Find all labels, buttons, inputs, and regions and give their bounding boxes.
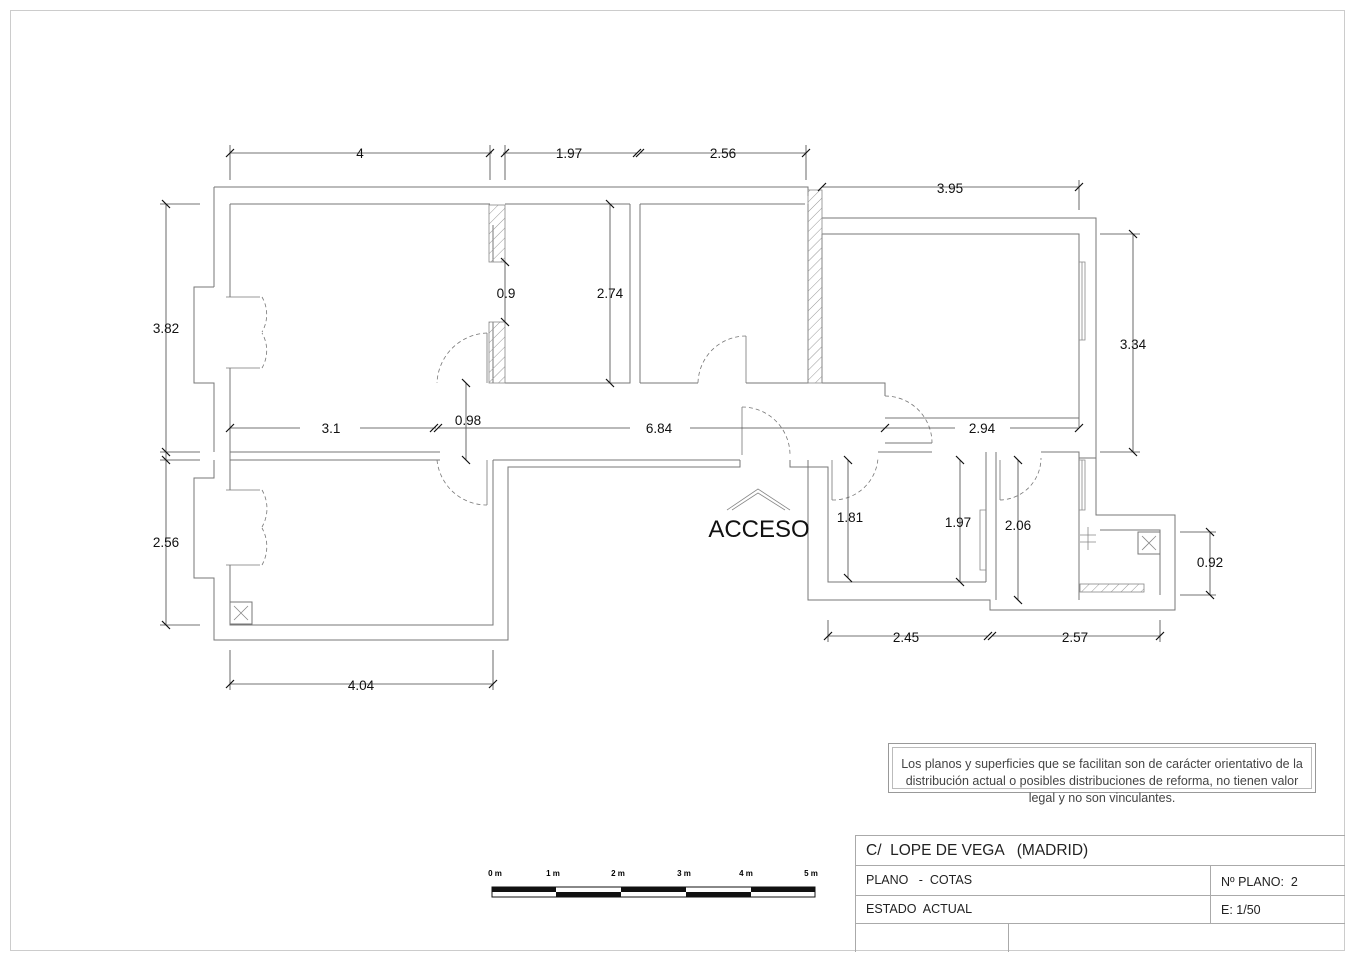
- title-address-cell: C/ LOPE DE VEGA (MADRID): [855, 835, 1345, 865]
- dim-bottom-mid: 2.45: [893, 630, 919, 645]
- title-plan-number-cell: Nº PLANO: 2: [1210, 865, 1345, 895]
- title-scale: E: 1/50: [1221, 903, 1261, 917]
- dim-bath-2-06: 2.06: [1005, 518, 1031, 533]
- title-state: ESTADO ACTUAL: [866, 902, 973, 916]
- scale-label: 5 m: [804, 869, 818, 878]
- dim-inner-2-74: 2.74: [597, 286, 624, 301]
- window: [1079, 459, 1086, 511]
- title-plan-type-cell: PLANO - COTAS: [855, 865, 1210, 895]
- window: [1079, 261, 1086, 341]
- radiator: [1080, 527, 1096, 550]
- scale-label: 0 m: [488, 869, 502, 878]
- title-plan-type: PLANO - COTAS: [866, 873, 973, 887]
- dim-top-2: 1.97: [556, 146, 582, 161]
- disclaimer-inner-frame: [892, 747, 1312, 789]
- dim-corridor-0-98: 0.98: [455, 413, 481, 428]
- doors: [226, 296, 1042, 566]
- dim-bath-1-97: 1.97: [945, 515, 971, 530]
- access-arrow-icon: [726, 488, 791, 511]
- window: [979, 509, 986, 571]
- title-block: C/ LOPE DE VEGA (MADRID) PLANO - COTAS N…: [855, 835, 1345, 952]
- scale-label: 2 m: [611, 869, 625, 878]
- dim-corridor-3-1: 3.1: [322, 421, 341, 436]
- title-scale-cell: E: 1/50: [1210, 895, 1345, 923]
- dim-right-lower: 0.92: [1197, 555, 1223, 570]
- shaft-icon: [229, 601, 253, 625]
- dim-bottom-right: 2.57: [1062, 630, 1088, 645]
- title-empty-cell: [855, 923, 1008, 952]
- sheet-frame: [10, 10, 1345, 951]
- dim-corridor-2-94: 2.94: [969, 421, 996, 436]
- dim-top-4: 3.95: [937, 181, 963, 196]
- hatched-wall: [488, 204, 506, 263]
- hatched-wall: [488, 321, 506, 384]
- disclaimer-box: Los planos y superficies que se facilita…: [888, 743, 1316, 805]
- title-empty-cell: [1008, 923, 1345, 952]
- dim-right-upper: 3.34: [1120, 337, 1147, 352]
- disclaimer-text: Los planos y superficies que se facilita…: [901, 757, 1303, 805]
- scale-label: 4 m: [739, 869, 753, 878]
- dim-bath-1-81: 1.81: [837, 510, 863, 525]
- title-state-cell: ESTADO ACTUAL: [855, 895, 1210, 923]
- title-plan-number: Nº PLANO: 2: [1221, 875, 1298, 889]
- dim-bottom-left: 4.04: [348, 678, 375, 693]
- dim-inner-0-9: 0.9: [497, 286, 516, 301]
- shaft-icon: [1137, 531, 1161, 555]
- title-address: C/ LOPE DE VEGA (MADRID): [866, 842, 1089, 859]
- dim-left-upper: 3.82: [153, 321, 179, 336]
- hatched-wall: [1079, 583, 1145, 593]
- scale-bar: 0 m 1 m 2 m 3 m 4 m 5 m: [488, 869, 818, 898]
- dim-left-lower: 2.56: [153, 535, 179, 550]
- dim-corridor-6-84: 6.84: [646, 421, 673, 436]
- walls: [193, 186, 1176, 641]
- dim-top-1: 4: [356, 146, 364, 161]
- scale-label: 3 m: [677, 869, 691, 878]
- dimension-lines: [160, 145, 1216, 690]
- scale-label: 1 m: [546, 869, 560, 878]
- hatched-wall: [807, 189, 823, 384]
- access-label: ACCESO: [708, 516, 809, 543]
- dim-top-3: 2.56: [710, 146, 736, 161]
